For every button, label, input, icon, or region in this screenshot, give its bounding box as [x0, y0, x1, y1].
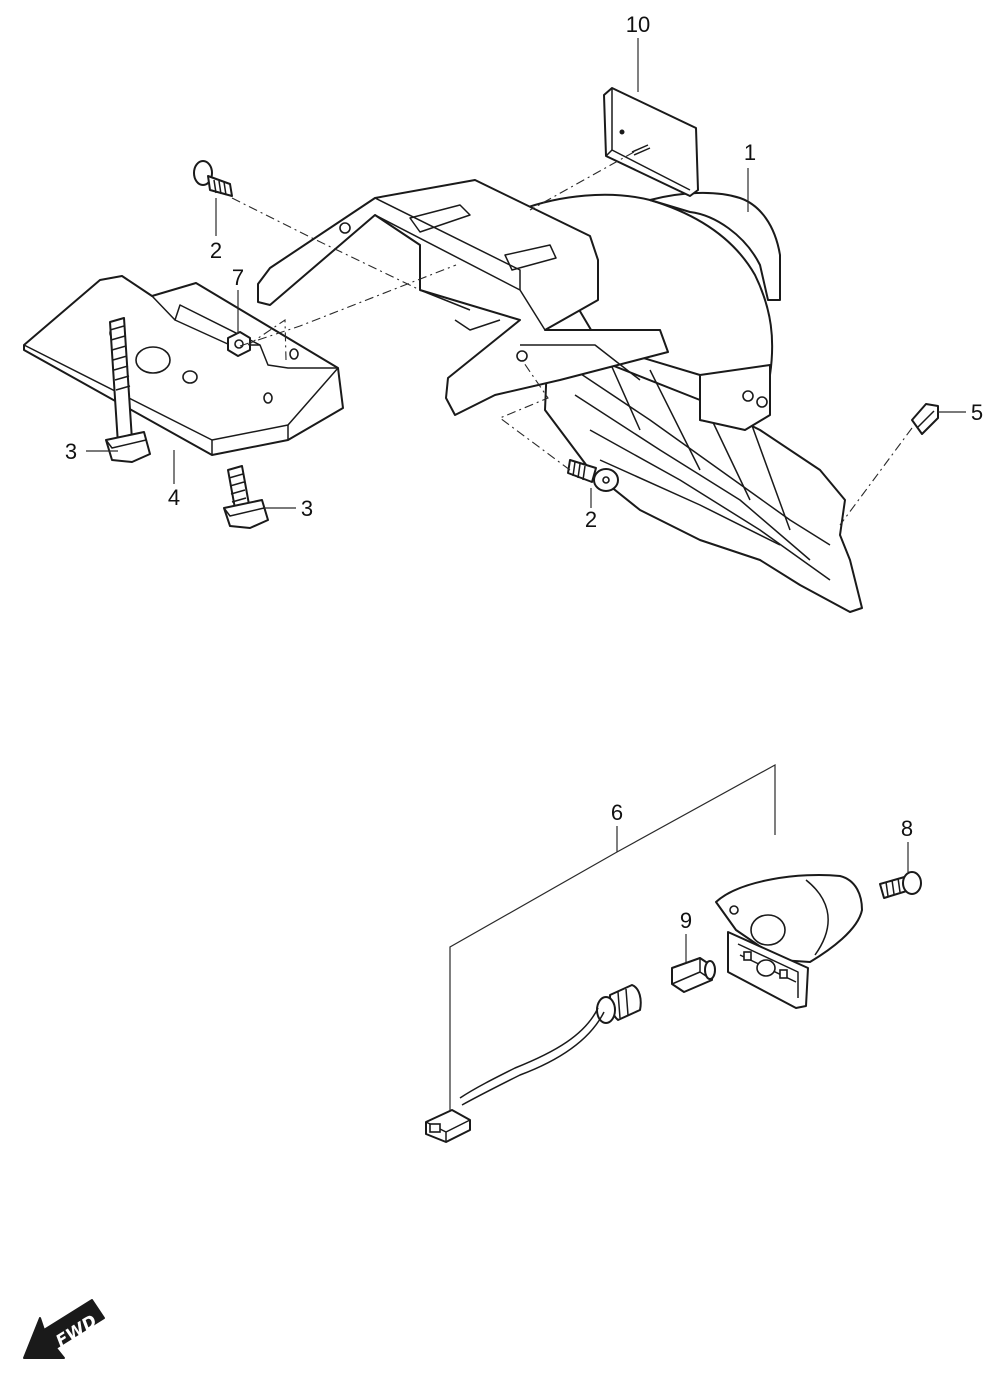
screw-8[interactable]: [879, 871, 922, 899]
assembly-line-bracket: [239, 264, 457, 347]
cap-5[interactable]: [911, 403, 939, 435]
callout-4: 4: [168, 485, 180, 510]
leader-6-bracket: [449, 763, 776, 1110]
callout-8: 8: [901, 816, 913, 841]
socket-wiring[interactable]: [425, 984, 642, 1143]
screw-2-lower[interactable]: [567, 459, 619, 492]
callout-9: 9: [680, 908, 692, 933]
assembly-line-nut: [247, 318, 287, 361]
license-plate-bracket[interactable]: [23, 275, 344, 456]
callout-3-right: 3: [301, 496, 313, 521]
bolt-3-left[interactable]: [105, 317, 151, 463]
assembly-line-screw-upper: [231, 197, 421, 291]
callout-6: 6: [611, 800, 623, 825]
bulb-9[interactable]: [671, 957, 716, 993]
assembly-line-cap: [839, 427, 913, 526]
assembly-line-reflector: [529, 151, 635, 211]
callout-3-left: 3: [65, 439, 77, 464]
callout-2-lower: 2: [585, 507, 597, 532]
bolt-3-right[interactable]: [223, 465, 269, 529]
nut-7[interactable]: [227, 331, 251, 357]
callout-7: 7: [232, 265, 244, 290]
rear-fender[interactable]: [257, 179, 863, 613]
assembly-line-screw-lower: [498, 359, 571, 471]
callout-5: 5: [971, 400, 983, 425]
screw-2-upper[interactable]: [193, 160, 233, 197]
callout-1: 1: [744, 140, 756, 165]
callout-2-upper: 2: [210, 238, 222, 263]
license-light-housing[interactable]: [715, 874, 863, 1009]
forward-arrow-icon: FWD: [23, 1299, 105, 1359]
reflector[interactable]: [603, 87, 699, 197]
callout-10: 10: [626, 12, 650, 37]
